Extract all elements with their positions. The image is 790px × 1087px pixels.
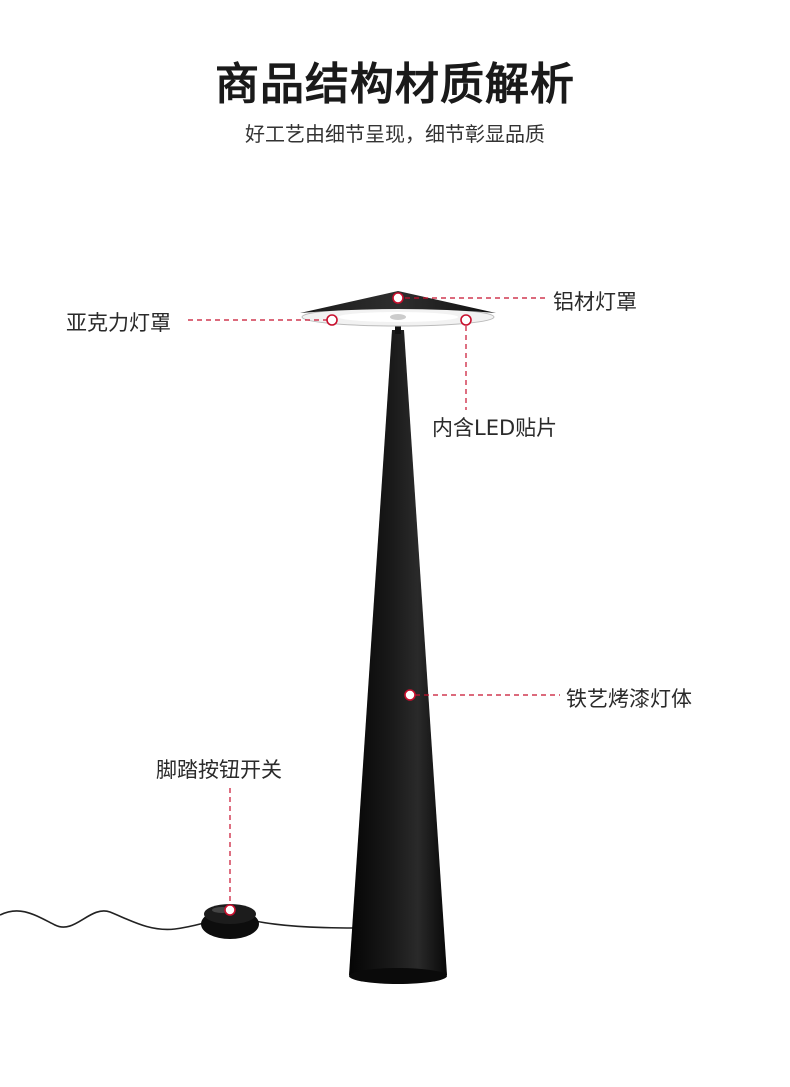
marker-aluminum: [392, 292, 404, 304]
power-cord: [0, 910, 209, 931]
marker-acrylic: [326, 314, 338, 326]
label-foot-switch: 脚踏按钮开关: [156, 758, 282, 782]
page-title: 商品结构材质解析: [215, 59, 575, 110]
label-acrylic-shade: 亚克力灯罩: [66, 311, 171, 335]
label-led-chip: 内含LED贴片: [432, 416, 558, 440]
lamp-body-bottom: [349, 968, 447, 984]
marker-dots: [224, 292, 472, 916]
label-aluminum-shade: 铝材灯罩: [553, 290, 637, 314]
page-subtitle: 好工艺由细节呈现，细节彰显品质: [245, 122, 545, 146]
marker-led: [460, 314, 472, 326]
marker-switch: [224, 904, 236, 916]
iron-lamp-body: [349, 330, 447, 982]
led-center: [390, 314, 406, 320]
marker-body: [404, 689, 416, 701]
power-cord-to-lamp: [254, 920, 356, 929]
label-iron-body: 铁艺烤漆灯体: [566, 687, 692, 711]
leader-lines: [188, 297, 560, 905]
